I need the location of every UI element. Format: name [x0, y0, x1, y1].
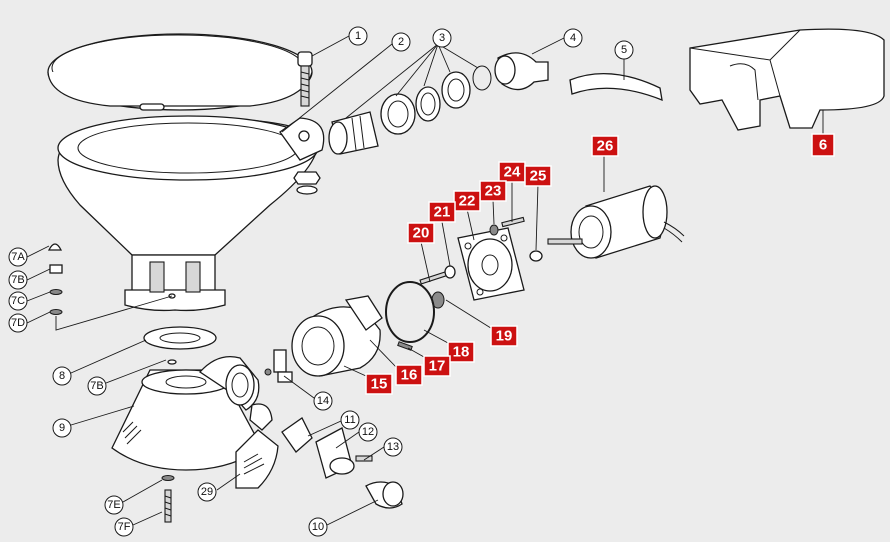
label-20-text: 20 [413, 225, 430, 242]
callout-7c: 7C [8, 291, 28, 311]
label-25-text: 25 [530, 168, 547, 185]
label-26-text: 26 [597, 138, 614, 155]
callout-4-text: 4 [570, 32, 576, 44]
callout-9: 9 [52, 418, 72, 438]
label-24-text: 24 [504, 164, 521, 181]
callout-13: 13 [383, 437, 403, 457]
o-ring [385, 281, 435, 343]
label-26: 26 [591, 135, 619, 157]
callout-1: 1 [348, 26, 368, 46]
label-20: 20 [407, 222, 435, 244]
callout-3: 3 [432, 28, 452, 48]
callout-9-text: 9 [59, 422, 65, 434]
leader-lines [26, 35, 824, 526]
label-19: 19 [490, 325, 518, 347]
callout-8-text: 8 [59, 370, 65, 382]
callout-7e: 7E [104, 495, 124, 515]
callout-7b-bottom-text: 7B [90, 380, 103, 392]
motor-flange [457, 227, 525, 301]
label-16: 16 [395, 364, 423, 386]
callout-7f: 7F [114, 517, 134, 537]
label-6: 6 [811, 133, 835, 157]
callout-5-text: 5 [621, 44, 627, 56]
callout-12-text: 12 [362, 426, 374, 438]
callout-7b-bottom: 7B [87, 376, 107, 396]
callout-11-text: 11 [344, 414, 355, 426]
pump-housing [291, 295, 383, 377]
flange-gasket [143, 326, 217, 350]
toilet-seat-lid [47, 33, 313, 111]
label-19-text: 19 [496, 328, 513, 345]
label-23-text: 23 [485, 183, 502, 200]
callout-3-text: 3 [439, 32, 445, 44]
toilet-bowl [57, 115, 325, 312]
inlet-fittings [328, 52, 663, 155]
callout-7c-text: 7C [11, 295, 25, 307]
label-21: 21 [428, 201, 456, 223]
callout-13-text: 13 [387, 441, 399, 453]
callout-7a: 7A [8, 247, 28, 267]
hardware-7e-7f [161, 475, 175, 523]
callout-7d: 7D [8, 313, 28, 333]
callout-10-text: 10 [312, 521, 324, 533]
callout-14-text: 14 [317, 395, 329, 407]
label-24: 24 [498, 161, 526, 183]
label-23: 23 [479, 180, 507, 202]
label-16-text: 16 [401, 367, 418, 384]
label-17: 17 [423, 355, 451, 377]
label-15: 15 [365, 373, 393, 395]
label-15-text: 15 [371, 376, 388, 393]
callout-7b-top-text: 7B [11, 274, 24, 286]
callout-11: 11 [340, 410, 360, 430]
motor-hardware [419, 216, 543, 309]
callout-29: 29 [197, 482, 217, 502]
callout-8: 8 [52, 366, 72, 386]
flap-valve-29 [235, 429, 279, 489]
callout-1-text: 1 [355, 30, 361, 42]
motor-cover [689, 28, 885, 131]
hardware-7a-7d [47, 243, 63, 315]
callout-29-text: 29 [201, 486, 213, 498]
callout-4: 4 [563, 28, 583, 48]
callout-7f-text: 7F [118, 521, 131, 533]
label-18-text: 18 [453, 344, 470, 361]
seat-hinge-bolt [297, 51, 313, 107]
callout-2: 2 [391, 32, 411, 52]
label-6-text: 6 [819, 137, 827, 154]
callout-7e-text: 7E [107, 499, 120, 511]
label-22-text: 22 [459, 193, 476, 210]
discharge-fittings [281, 417, 404, 509]
callout-2-text: 2 [398, 36, 404, 48]
label-21-text: 21 [434, 204, 451, 221]
callout-7b-top: 7B [8, 270, 28, 290]
callout-5: 5 [614, 40, 634, 60]
callout-7a-text: 7A [11, 251, 25, 263]
label-25: 25 [524, 165, 552, 187]
bowl-nuts [293, 171, 321, 195]
label-18: 18 [447, 341, 475, 363]
callout-14: 14 [313, 391, 333, 411]
small-clip-14 [264, 349, 293, 383]
label-22: 22 [453, 190, 481, 212]
label-17-text: 17 [429, 358, 446, 375]
callout-7d-text: 7D [11, 317, 25, 329]
callout-10: 10 [308, 517, 328, 537]
pump-motor [547, 185, 685, 259]
pump-base [111, 355, 273, 471]
callout-12: 12 [358, 422, 378, 442]
